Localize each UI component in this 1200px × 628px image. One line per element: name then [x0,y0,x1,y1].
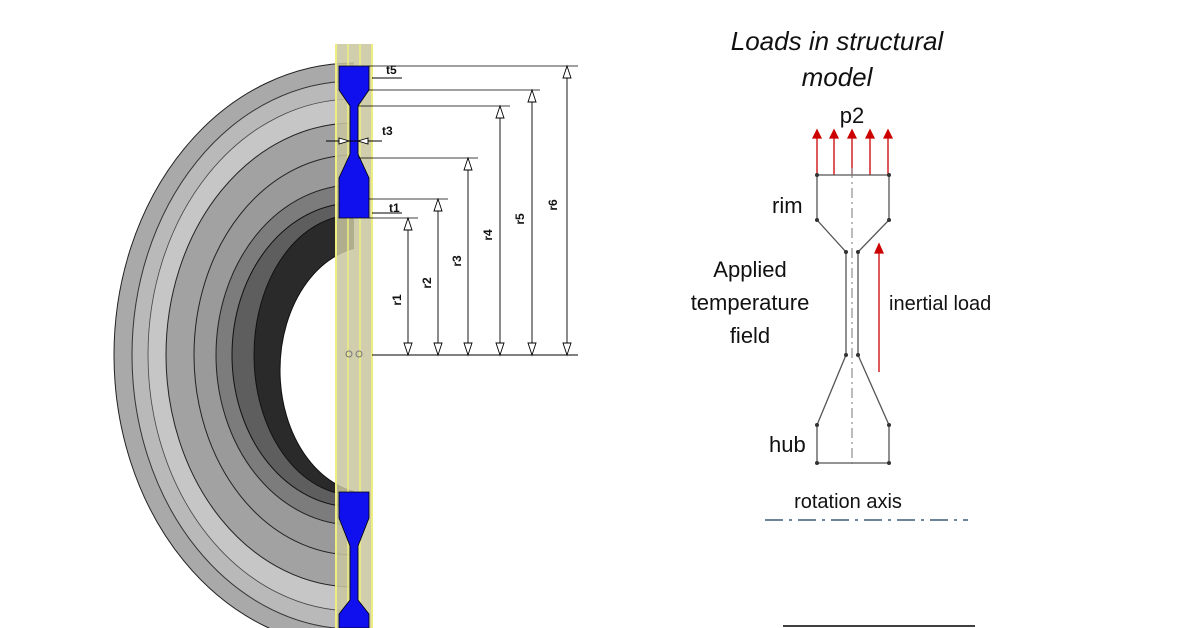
dim-label-t5: t5 [386,63,397,77]
thickness-dimensions [326,77,402,214]
axis-center-mark [345,350,363,358]
radius-extension-lines [358,65,578,219]
dim-label-t1: t1 [389,201,400,215]
dim-label-r5: r5 [513,213,527,225]
applied-temperature-line3: field [730,323,770,348]
disk-cross-section-lower [338,491,370,628]
dim-label-r2: r2 [420,277,434,289]
hub-label: hub [769,432,806,457]
dim-label-r6: r6 [546,199,560,211]
inertial-load-arrow [873,242,885,372]
disk-3d-render [113,62,354,628]
inertial-load-label: inertial load [889,293,991,315]
structural-title-line2: model [802,62,874,92]
structural-title-line1: Loads in structural [731,26,945,56]
radius-dimensions [403,64,572,357]
rim-label: rim [772,193,803,218]
dim-label-t3: t3 [382,124,393,138]
structural-section-outline [816,174,890,464]
section-corner-nodes [815,173,891,465]
applied-temperature-line2: temperature [691,290,810,315]
dim-label-r4: r4 [481,229,495,241]
pressure-label-p2: p2 [840,103,864,128]
rotation-axis-label: rotation axis [794,491,902,513]
applied-temperature-line1: Applied [713,257,786,282]
dim-label-r1: r1 [390,294,404,306]
dim-label-r3: r3 [450,255,464,267]
